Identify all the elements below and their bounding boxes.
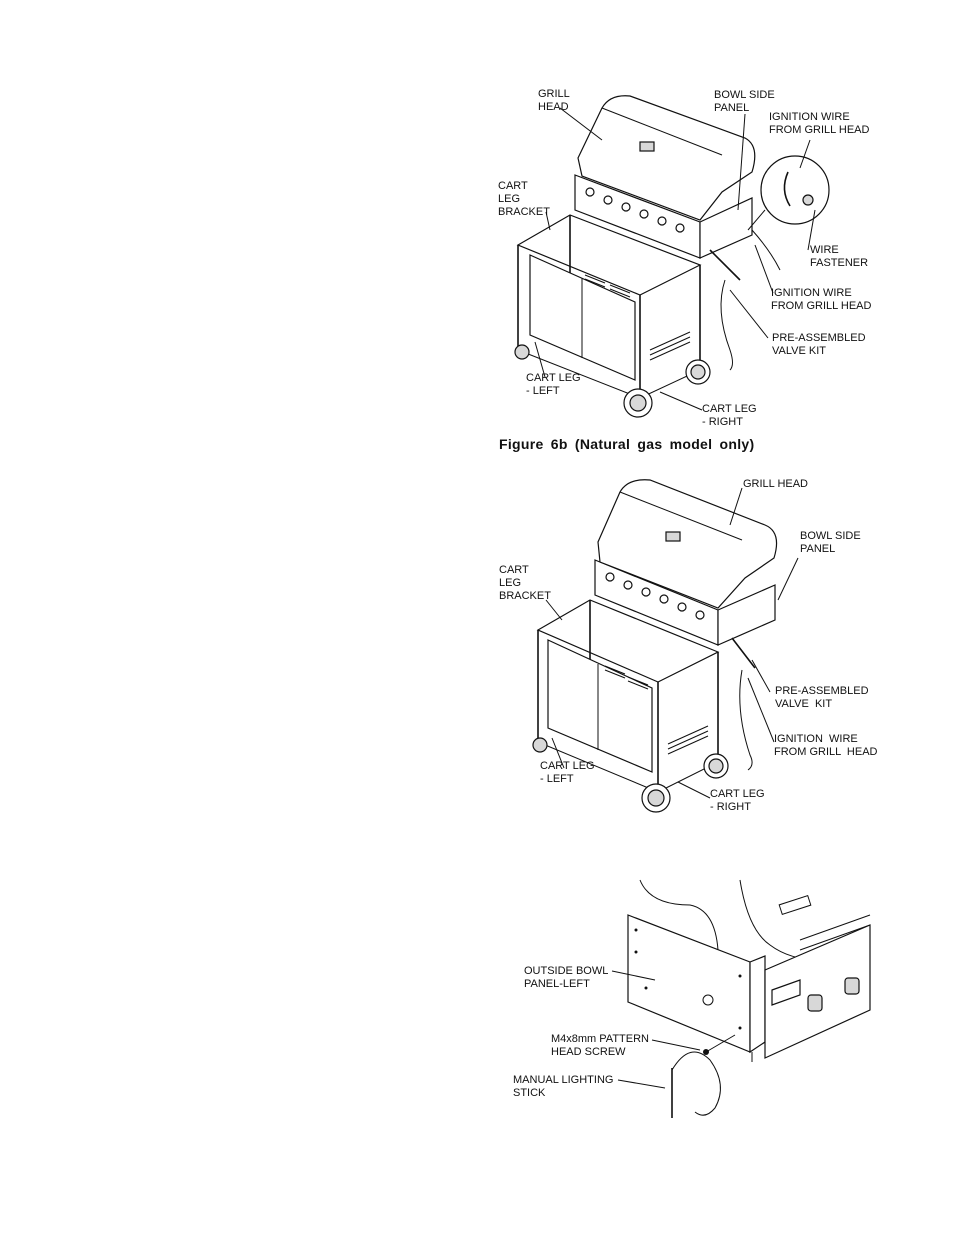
label-lighting-stick: MANUAL LIGHTING STICK [513, 1074, 614, 1099]
label-cart-leg-bracket: CART LEG BRACKET [499, 564, 551, 602]
label-pre-assembled-valve-kit: PRE-ASSEMBLED VALVE KIT [775, 685, 869, 710]
figure-b-grill-assembly: GRILL HEAD BOWL SIDE PANEL CART LEG BRAC… [490, 470, 890, 820]
label-ignition-wire-top: IGNITION WIRE FROM GRILL HEAD [769, 111, 870, 136]
label-cart-leg-left: CART LEG - LEFT [526, 372, 581, 397]
figure-a-drawing [514, 95, 830, 418]
figure-b-drawing [532, 479, 799, 813]
label-ignition-wire-mid: IGNITION WIRE FROM GRILL HEAD [771, 287, 872, 312]
label-cart-leg-right: CART LEG - RIGHT [702, 403, 757, 428]
label-grill-head: GRILL HEAD [743, 478, 809, 490]
label-wire-fastener: WIRE FASTENER [810, 244, 869, 269]
label-bowl-side-panel: BOWL SIDE PANEL [714, 89, 775, 114]
label-pre-assembled-valve-kit: PRE-ASSEMBLED VALVE KIT [772, 332, 866, 357]
label-ignition-wire: IGNITION WIRE FROM GRILL HEAD [774, 733, 878, 758]
label-outside-bowl-panel: OUTSIDE BOWL PANEL-LEFT [524, 965, 609, 990]
label-cart-leg-left: CART LEG - LEFT [540, 760, 595, 785]
label-cart-leg-right: CART LEG - RIGHT [710, 788, 765, 813]
figure-c-drawing [611, 879, 871, 1118]
figure-a-grill-assembly: GRILL HEAD BOWL SIDE PANEL IGNITION WIRE… [490, 80, 890, 430]
label-cart-leg-bracket: CART LEG BRACKET [498, 180, 550, 218]
label-screw: M4x8mm PATTERN HEAD SCREW [551, 1033, 649, 1058]
figure-c-lighting-stick: OUTSIDE BOWL PANEL-LEFT M4x8mm PATTERN H… [500, 870, 880, 1125]
figure-caption: Figure 6b (Natural gas model only) [499, 436, 755, 452]
label-bowl-side-panel: BOWL SIDE PANEL [800, 530, 861, 555]
label-grill-head: GRILL HEAD [538, 88, 570, 113]
